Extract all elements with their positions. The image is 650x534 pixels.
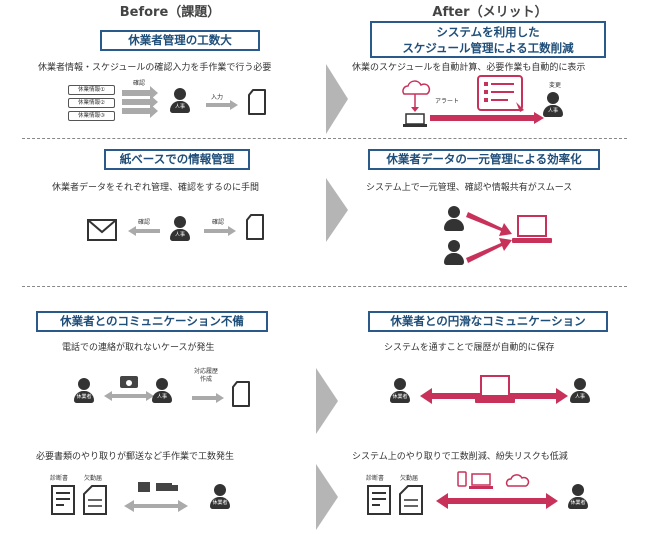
row4-after-doc2-label: 欠勤届 <box>400 475 419 482</box>
row2-after-title: 休業者データの一元管理による効率化 <box>368 149 600 170</box>
row4-employee-person-icon: 休業者 <box>210 484 230 509</box>
row1-alert-label: アラート <box>435 98 460 105</box>
row3-after-title: 休業者との円滑なコミュニケーション <box>368 311 608 332</box>
row1-after-hr-person-icon: 人事 <box>543 92 563 117</box>
row4-after-desc: システム上のやり取りで工数削減、紛失リスクも低減 <box>352 452 568 462</box>
row2-document-icon <box>246 214 264 240</box>
row4-documents-icon <box>51 485 107 515</box>
row2-chevron <box>326 178 348 242</box>
row1-document-icon <box>248 89 266 115</box>
row4-doc1-label: 診断書 <box>50 475 69 482</box>
row2-after-desc: システム上で一元管理、確認や情報共有がスムース <box>366 183 573 193</box>
row3-before-title: 休業者とのコミュニケーション不備 <box>36 311 268 332</box>
row4-doc2-label: 欠勤届 <box>84 475 103 482</box>
row3-history-label: 対応履歴 作成 <box>194 368 218 384</box>
row1-hr-person-icon: 人事 <box>170 88 190 113</box>
row3-employee-person-icon: 休業者 <box>74 378 94 403</box>
row1-change-label: 変更 <box>549 82 562 89</box>
row2-person-bottom-icon <box>444 240 464 265</box>
row1-confirm-arrows <box>122 86 158 118</box>
divider-1 <box>22 138 627 139</box>
row4-after-double-arrow <box>436 493 558 509</box>
row3-hr-person-icon: 人事 <box>152 378 172 403</box>
row1-alert-arrow <box>430 112 544 124</box>
envelope-icon <box>87 219 117 241</box>
row3-history-arrow <box>192 393 224 403</box>
row4-after-doc1-label: 診断書 <box>366 475 385 482</box>
row3-after-desc: システムを通すことで履歴が自動的に保存 <box>384 343 555 353</box>
row1-after-title-line2: スケジュール管理による工数削減 <box>402 41 574 55</box>
row2-laptop-icon <box>512 215 552 243</box>
row1-cloud-laptop-icon <box>402 80 431 127</box>
row3-before-desc: 電話での連絡が取れないケースが発生 <box>62 343 215 353</box>
after-heading: After（メリット） <box>432 5 548 20</box>
row3-after-hr-icon: 人事 <box>570 378 590 403</box>
pill-info-3: 休業情報③ <box>68 111 115 121</box>
row3-after-employee-icon: 休業者 <box>390 378 410 403</box>
row3-chevron <box>316 368 338 434</box>
row1-after-desc: 休業のスケジュールを自動計算、必要作業も自動的に表示 <box>352 63 586 73</box>
row1-input-arrow <box>206 100 238 110</box>
row4-devices-cloud-icon <box>457 471 530 489</box>
row3-phone-arrows <box>104 376 154 401</box>
pill-info-2: 休業情報② <box>68 98 115 108</box>
row1-input-label: 入力 <box>211 94 224 101</box>
row1-checklist-monitor-icon <box>477 75 524 112</box>
row1-chevron <box>326 64 348 134</box>
row1-before-title: 休業者管理の工数大 <box>100 30 260 51</box>
row4-after-documents-icon <box>367 485 423 515</box>
row4-mail-truck-icon <box>124 482 188 512</box>
row4-before-desc: 必要書類のやり取りが郵送など手作業で工数発生 <box>36 452 235 462</box>
divider-2 <box>22 286 627 287</box>
row2-before-title: 紙ベースでの情報管理 <box>104 149 250 170</box>
row3-document-icon <box>232 381 250 407</box>
row2-right-arrow <box>204 226 236 236</box>
row2-left-arrow <box>128 226 160 236</box>
row1-confirm-label: 確認 <box>133 80 146 87</box>
row2-confirm-right-label: 確認 <box>212 219 225 226</box>
row2-before-desc: 休業者データをそれぞれ管理、確認をするのに手間 <box>52 183 260 193</box>
row3-laptop-icon <box>475 375 515 403</box>
row2-converging-arrows <box>466 212 512 263</box>
row3-history-line1: 対応履歴 <box>194 368 219 375</box>
row3-history-line2: 作成 <box>200 376 213 383</box>
pill-info-1: 休業情報① <box>68 85 115 95</box>
row1-after-title-line1: システムを利用した <box>436 25 540 39</box>
row1-before-desc: 休業者情報・スケジュールの確認入力を手作業で行う必要 <box>38 63 272 73</box>
row2-confirm-left-label: 確認 <box>138 219 151 226</box>
row2-person-top-icon <box>444 206 464 231</box>
before-heading: Before（課題） <box>119 5 221 20</box>
row4-after-employee-icon: 休業者 <box>568 484 588 509</box>
row4-chevron <box>316 464 338 530</box>
row2-hr-person-icon: 人事 <box>170 216 190 241</box>
row1-after-title: システムを利用した スケジュール管理による工数削減 <box>370 21 606 58</box>
